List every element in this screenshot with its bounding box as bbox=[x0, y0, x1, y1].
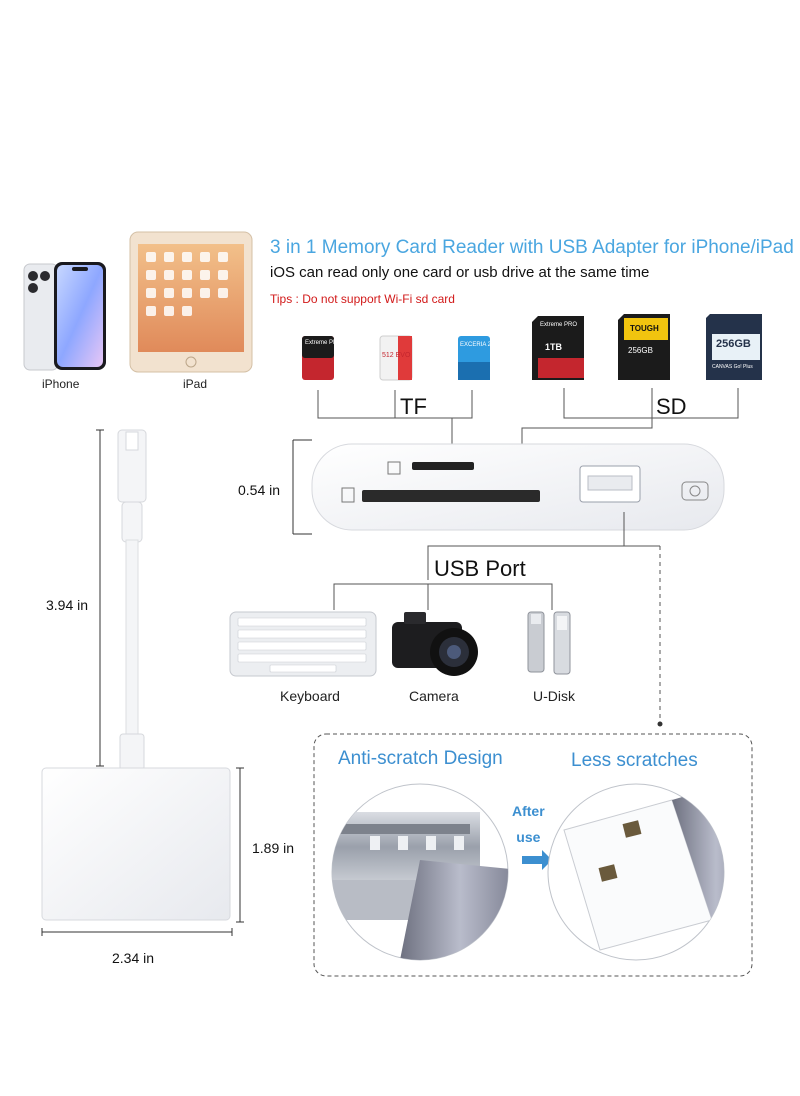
less-scratches-circle bbox=[547, 783, 725, 961]
less-scratches-title: Less scratches bbox=[571, 750, 698, 771]
use-text: use bbox=[516, 829, 541, 845]
reader-height-dimension bbox=[292, 439, 312, 535]
keyboard-image bbox=[229, 611, 377, 677]
ipad-label: iPad bbox=[183, 377, 208, 391]
sd-card-extreme-pro bbox=[532, 316, 584, 380]
keyboard-label: Keyboard bbox=[280, 688, 340, 704]
after-use-label: After use bbox=[512, 798, 545, 850]
anti-scratch-title: Anti-scratch Design bbox=[338, 748, 503, 769]
tf-card-1-text: Extreme PRO bbox=[305, 340, 343, 346]
tf-card-evo bbox=[379, 335, 413, 381]
comparison-box bbox=[313, 733, 753, 977]
tf-label: TF bbox=[400, 394, 427, 419]
usb-port-label: USB Port bbox=[434, 556, 526, 581]
product-subline: iOS can read only one card or usb drive … bbox=[270, 264, 650, 281]
product-headline: 3 in 1 Memory Card Reader with USB Adapt… bbox=[270, 237, 794, 258]
iphone-label: iPhone bbox=[42, 377, 80, 391]
camera-image bbox=[392, 612, 478, 676]
sd-card-3-size: 256GB bbox=[716, 338, 751, 350]
cable-length-label: 3.94 in bbox=[46, 597, 89, 613]
after-text: After bbox=[512, 803, 545, 819]
sd-card-tough bbox=[618, 314, 670, 380]
tf-card-3-text: EXCERIA 256 bbox=[460, 342, 498, 348]
tf-card-extreme-pro bbox=[302, 336, 334, 380]
after-arrow-icon bbox=[522, 850, 552, 870]
adapter-dimensions bbox=[41, 429, 244, 936]
leader-dot bbox=[657, 721, 663, 727]
anti-scratch-circle bbox=[331, 783, 509, 961]
camera-label: Camera bbox=[409, 688, 459, 704]
iphone-image bbox=[23, 262, 106, 371]
lightning-adapter-image bbox=[41, 429, 231, 921]
u-disk-label: U-Disk bbox=[533, 688, 575, 704]
sd-card-2-size: 256GB bbox=[628, 346, 653, 355]
u-disk-image bbox=[527, 611, 571, 675]
tf-bracket bbox=[317, 390, 473, 452]
card-reader-body bbox=[311, 443, 725, 531]
sd-card-1-size: 1TB bbox=[545, 342, 563, 352]
tf-card-2-text: 512 EVO bbox=[382, 352, 411, 359]
body-height-label: 1.89 in bbox=[252, 840, 295, 856]
sd-card-1-brand: Extreme PRO bbox=[540, 322, 578, 328]
sd-card-2-brand: TOUGH bbox=[630, 324, 659, 333]
reader-height-label: 0.54 in bbox=[238, 482, 281, 498]
ipad-image bbox=[129, 231, 253, 373]
sd-card-canvas bbox=[706, 314, 762, 380]
sd-card-3-text: CANVAS Go! Plus bbox=[712, 364, 753, 370]
sd-label: SD bbox=[656, 394, 687, 419]
tf-card-exceria bbox=[458, 336, 490, 380]
body-width-label: 2.34 in bbox=[112, 950, 155, 966]
tips-note: Tips : Do not support Wi-Fi sd card bbox=[270, 292, 455, 306]
usb-port-bracket bbox=[333, 512, 625, 610]
